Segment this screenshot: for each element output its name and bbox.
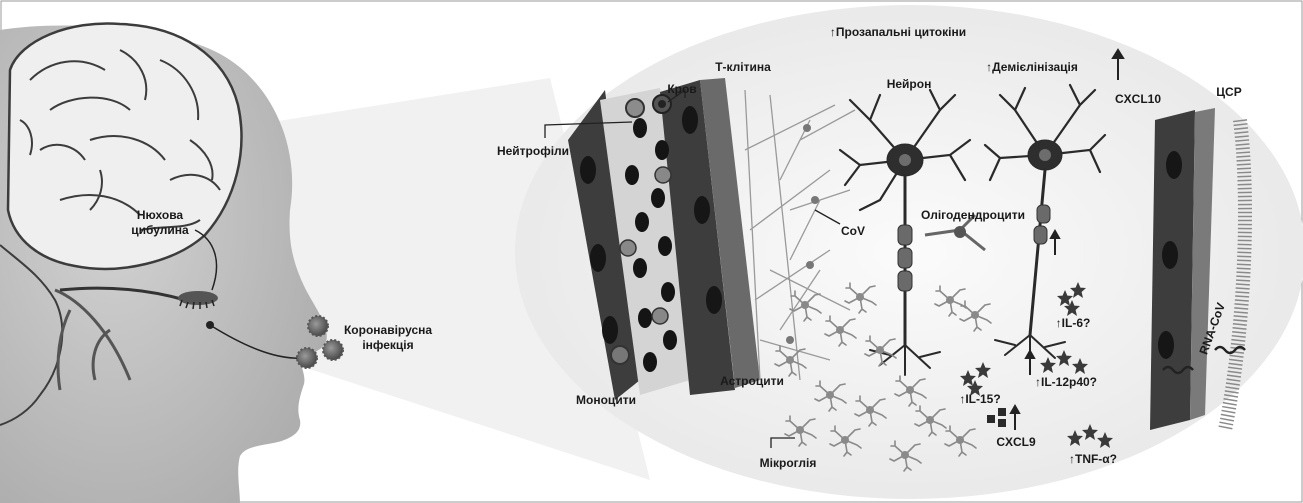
cxcl10-label: CXCL10: [1115, 92, 1161, 106]
monocyte: [611, 346, 629, 364]
infection-label: Коронавірусна: [344, 323, 432, 337]
il6-label: ↑IL-6?: [1056, 316, 1091, 330]
infection-label-2: інфекція: [362, 338, 413, 352]
olfactory-bulb-label: Нюхова: [137, 208, 184, 222]
demyelination-label: ↑Демієлінізація: [986, 60, 1078, 74]
neutrophils-label: Нейтрофіли: [497, 144, 569, 158]
il15-label: ↑IL-15?: [959, 392, 1000, 406]
il12-label: ↑IL-12p40?: [1035, 375, 1097, 389]
t-cell: [653, 95, 671, 113]
meninges-vessel: [1150, 108, 1215, 430]
csf-label: ЦСР: [1216, 85, 1241, 99]
brain: [8, 23, 241, 268]
oligodendrocytes-label: Олігодендроцити: [921, 208, 1025, 222]
astrocytes-label: Астроцити: [720, 374, 784, 388]
virus-icon: [308, 316, 328, 336]
t-cell-label: Т-клітина: [715, 60, 771, 74]
virus-icon: [297, 348, 317, 368]
proinflammatory-label: ↑Прозапальні цитокіни: [830, 25, 966, 39]
cxcl9-label: CXCL9: [996, 435, 1036, 449]
cov-label: CoV: [841, 224, 865, 238]
olfactory-bulb-label-2: цибулина: [131, 223, 189, 237]
virus-icon: [323, 340, 343, 360]
tnf-label: ↑TNF-α?: [1069, 452, 1117, 466]
neutrophil: [626, 99, 644, 117]
neuron-label: Нейрон: [887, 77, 932, 91]
microglia-label: Мікроглія: [760, 456, 817, 470]
blood-label: Кров: [667, 82, 696, 96]
monocytes-label: Моноцити: [576, 393, 636, 407]
